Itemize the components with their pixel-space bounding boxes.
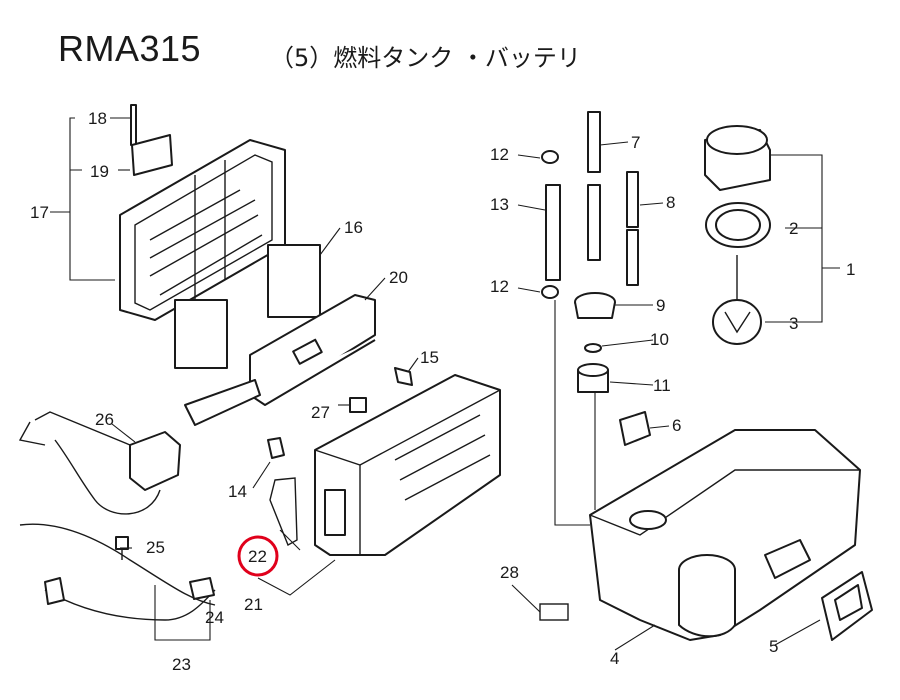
callout-6: 6 (672, 416, 681, 435)
battery-case (314, 374, 501, 556)
callout-10: 10 (650, 330, 669, 349)
callout-12-top: 12 (490, 145, 509, 164)
callout-18: 18 (88, 109, 107, 128)
battery-cover (119, 139, 286, 321)
callout-5: 5 (769, 637, 778, 656)
callout-19: 19 (90, 162, 109, 181)
callout-4: 4 (610, 649, 619, 668)
callout-9: 9 (656, 296, 665, 315)
o-ring (584, 343, 602, 353)
section-title: （5）燃料タンク ・バッテリ (270, 44, 581, 72)
fuel-filter (577, 363, 609, 393)
fuel-tank (589, 429, 861, 641)
foam-pads (174, 244, 321, 369)
callout-28: 28 (500, 563, 519, 582)
callout-14: 14 (228, 482, 247, 501)
callout-11: 11 (653, 376, 671, 395)
hinge-pin (130, 104, 173, 176)
callout-15: 15 (420, 348, 439, 367)
fuel-valve (574, 292, 616, 319)
battery (184, 294, 376, 426)
grommet-6 (619, 411, 651, 446)
hose-clamps (541, 150, 559, 299)
callout-8: 8 (666, 193, 675, 212)
callout-16: 16 (344, 218, 363, 237)
callout-20: 20 (389, 268, 408, 287)
callout-12-bottom: 12 (490, 277, 509, 296)
tag-27 (349, 397, 367, 413)
callout-24: 24 (205, 608, 224, 627)
callout-25: 25 (146, 538, 165, 557)
callout-labels: 18 19 17 16 20 15 27 26 14 25 22 21 24 2… (30, 109, 855, 674)
callout-1: 1 (846, 260, 855, 279)
fuel-hoses (545, 111, 639, 286)
callout-23: 23 (172, 655, 191, 674)
callout-7: 7 (631, 133, 640, 152)
leader-lines (50, 117, 840, 651)
grommet-5 (821, 571, 873, 641)
wire-harness (19, 523, 216, 621)
callout-22: 22 (248, 547, 267, 566)
callout-27: 27 (311, 403, 330, 422)
bracket (267, 437, 298, 546)
fuel-cap-assembly (704, 125, 771, 345)
model-title: RMA315 (58, 28, 202, 69)
label-28 (539, 603, 569, 621)
callout-3: 3 (789, 314, 798, 333)
highlight-circle-22 (237, 535, 279, 577)
clip-15 (394, 367, 413, 386)
callout-13: 13 (490, 195, 509, 214)
charger (18, 411, 181, 515)
callout-17: 17 (30, 203, 49, 222)
callout-2: 2 (789, 219, 798, 238)
bolt-25 (115, 536, 129, 560)
callout-26: 26 (95, 410, 114, 429)
callout-21: 21 (244, 595, 263, 614)
